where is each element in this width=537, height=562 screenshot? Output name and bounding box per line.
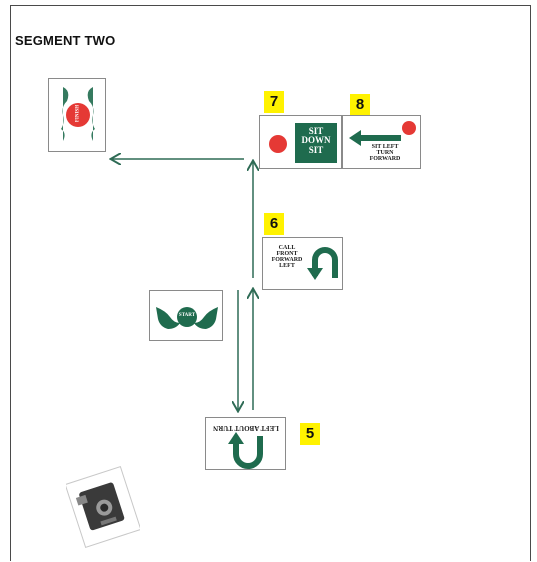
sit-left-turn-sign: SIT LEFT TURN FORWARD <box>342 115 421 169</box>
sit-down-sit-label: SIT DOWN SIT <box>301 126 331 155</box>
station-5-badge: 5 <box>300 423 320 445</box>
station-8-badge: 8 <box>350 94 370 116</box>
u-turn-arrow-icon <box>307 247 338 280</box>
left-about-turn-sign: LEFT ABOUT TURN <box>205 417 286 470</box>
station-7-badge: 7 <box>264 91 284 113</box>
course-frame <box>10 5 531 561</box>
finish-sign: FINISH <box>48 78 106 152</box>
call-front-label: CALL FRONT FORWARD LEFT <box>271 245 303 269</box>
camera-graphic <box>66 466 140 548</box>
start-label: START <box>178 313 196 318</box>
about-turn-arrow-icon <box>228 432 263 469</box>
station-6-badge: 6 <box>264 213 284 235</box>
call-front-sign: CALL FRONT FORWARD LEFT <box>262 237 343 290</box>
finish-graphic <box>61 87 95 141</box>
sit-left-turn-label: SIT LEFT TURN FORWARD <box>369 144 401 162</box>
start-sign: START <box>149 290 223 341</box>
sit-down-sit-sign: SIT DOWN SIT <box>259 115 342 169</box>
stop-dot-icon <box>269 123 337 163</box>
finish-label: FINISH <box>75 104 81 123</box>
segment-title: SEGMENT TWO <box>15 33 116 48</box>
camera-icon <box>66 464 140 550</box>
left-arrow-icon <box>349 121 416 146</box>
start-graphic <box>156 307 218 329</box>
